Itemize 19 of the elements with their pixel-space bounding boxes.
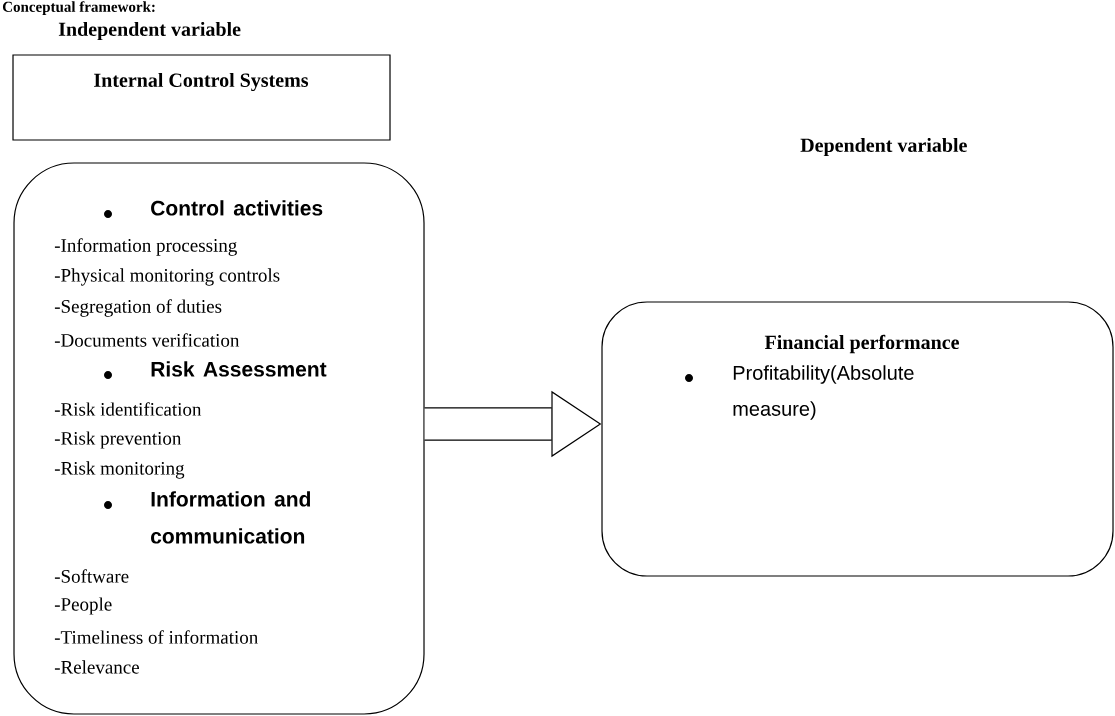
list-item: -Risk identification xyxy=(54,402,202,416)
box-heading: Financial performance xyxy=(764,334,959,354)
list-item: -Timeliness of information xyxy=(54,630,258,644)
list-item: -Risk prevention xyxy=(54,431,182,449)
list-item: -People xyxy=(54,597,112,615)
list-heading: Risk Assessment xyxy=(151,361,327,377)
list-item: -Relevance xyxy=(54,660,139,674)
list-item: -Software xyxy=(54,569,129,583)
list-heading: Control activities xyxy=(151,200,323,216)
list-item: -Documents verification xyxy=(54,333,240,347)
list-item: -Physical monitoring controls xyxy=(54,268,280,286)
list-item: -Information processing xyxy=(54,238,237,256)
box-heading: Internal Control Systems xyxy=(94,72,309,92)
list-item: -Segregation of duties xyxy=(54,299,222,317)
list-item: Profitability(Absolute measure) xyxy=(733,365,914,420)
list-item: -Risk monitoring xyxy=(54,461,185,479)
list-heading: Information and communication xyxy=(151,491,311,544)
heading: Dependent variable xyxy=(800,137,967,157)
title: Conceptual framework: xyxy=(2,1,155,15)
